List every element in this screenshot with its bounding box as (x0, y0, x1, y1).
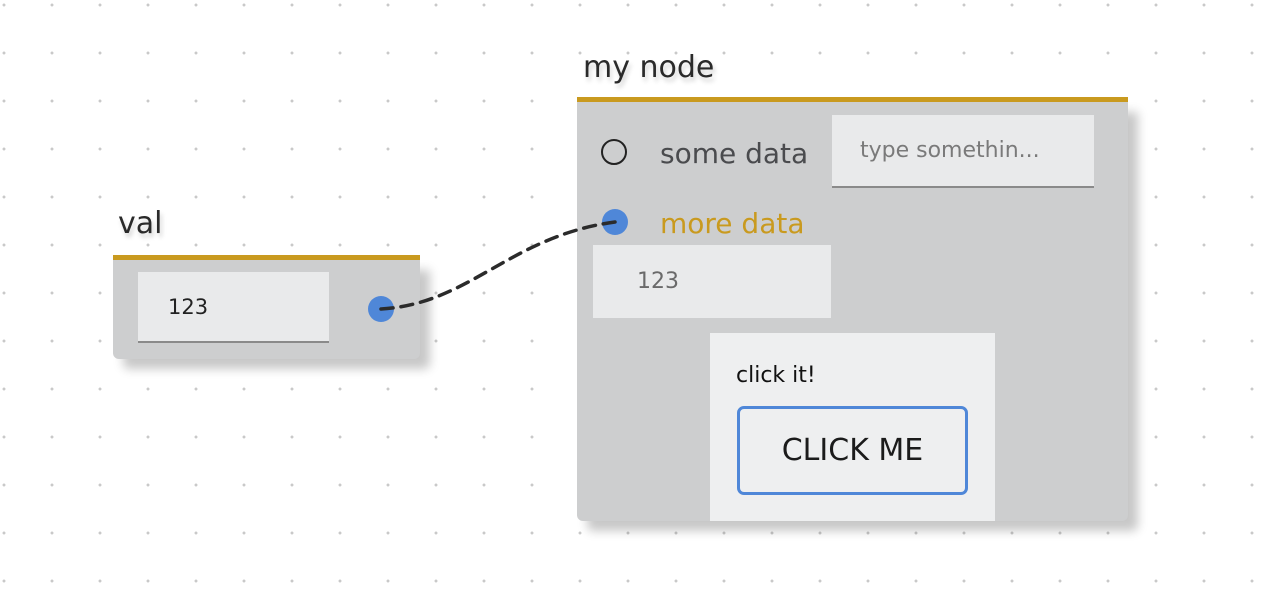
val-input[interactable] (138, 272, 329, 343)
button-panel: click it! CLICK ME (710, 333, 995, 521)
some-data-input[interactable] (832, 115, 1094, 188)
some-data-label: some data (660, 137, 809, 170)
my-node[interactable]: some data more data 123 click it! CLICK … (577, 102, 1128, 521)
some-data-port-icon[interactable] (601, 139, 627, 165)
more-data-value: 123 (593, 245, 831, 318)
more-data-label: more data (660, 207, 805, 240)
my-node-header-bar[interactable] (577, 97, 1128, 102)
my-node-title[interactable]: my node (583, 50, 715, 85)
val-node-header-bar[interactable] (113, 255, 420, 260)
more-data-port-icon[interactable] (602, 209, 628, 235)
val-node[interactable] (113, 260, 420, 359)
val-output-port-icon[interactable] (368, 296, 394, 322)
val-node-title[interactable]: val (118, 206, 163, 241)
click-me-button[interactable]: CLICK ME (737, 406, 968, 495)
click-it-label: click it! (736, 363, 816, 388)
